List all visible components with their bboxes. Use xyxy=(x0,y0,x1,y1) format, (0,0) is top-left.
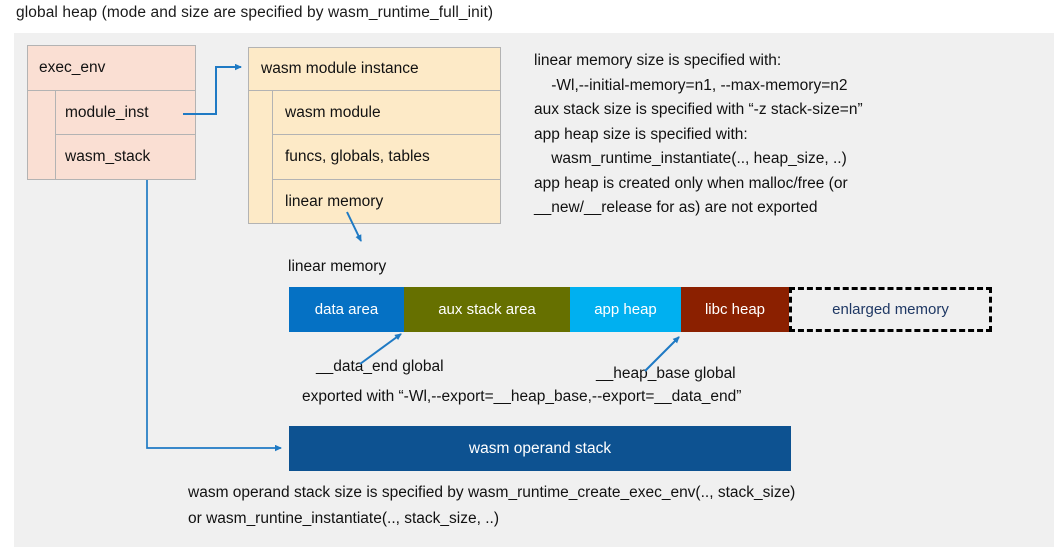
memory-segment-enlarged-memory: enlarged memory xyxy=(789,287,992,332)
exec-env-header-label: exec_env xyxy=(39,59,106,76)
memory-segment-aux-stack-area: aux stack area xyxy=(404,287,570,332)
memory-segment-label: aux stack area xyxy=(438,301,536,318)
exported-with-annotation: exported with “-Wl,--export=__heap_base,… xyxy=(302,388,742,405)
wasm-module-instance-gutter xyxy=(249,91,273,223)
linear-memory-row-label: linear memory xyxy=(285,192,384,210)
linear-memory-bar-label: linear memory xyxy=(288,258,387,275)
wasm-operand-stack-bar: wasm operand stack xyxy=(289,426,791,471)
funcs-globals-tables-label: funcs, globals, tables xyxy=(285,148,430,165)
memory-segment-label: app heap xyxy=(594,301,657,318)
linear-memory-notes: linear memory size is specified with: -W… xyxy=(534,52,863,216)
linear-memory-bar: data area aux stack area app heap libc heap… xyxy=(289,287,992,332)
wasm-operand-stack-label: wasm operand stack xyxy=(468,439,612,457)
memory-segment-label: libc heap xyxy=(704,301,766,318)
exec-env-gutter xyxy=(28,91,56,179)
memory-segment-app-heap: app heap xyxy=(570,287,681,332)
wasm-module-instance-box xyxy=(248,47,501,224)
module-instance-row-linear-memory: linear memory xyxy=(273,180,500,223)
wasm-module-instance-header: wasm module instance xyxy=(249,48,500,91)
exec-env-field-wasm-stack: wasm_stack xyxy=(56,135,195,179)
heap-base-annotation: __heap_base global xyxy=(596,365,736,382)
wasm-module-instance-header-label: wasm module instance xyxy=(261,60,419,77)
memory-segment-label: data area xyxy=(314,301,379,318)
operand-stack-notes: wasm operand stack size is specified by … xyxy=(188,484,796,527)
exec-env-field-module-inst: module_inst xyxy=(56,91,195,135)
wasm-module-label: wasm module xyxy=(285,103,381,121)
module-inst-label: module_inst xyxy=(65,103,149,121)
wasm-stack-label: wasm_stack xyxy=(65,148,151,165)
memory-segment-data-area: data area xyxy=(289,287,404,332)
memory-segment-libc-heap: libc heap xyxy=(681,287,789,332)
memory-segment-label: enlarged memory xyxy=(832,301,949,318)
diagram-title: global heap (mode and size are specified… xyxy=(16,4,494,21)
data-end-annotation: __data_end global xyxy=(316,358,444,375)
module-instance-row-funcs-globals-tables: funcs, globals, tables xyxy=(273,135,500,180)
exec-env-header: exec_env xyxy=(28,46,195,91)
module-instance-row-wasm-module: wasm module xyxy=(273,91,500,135)
